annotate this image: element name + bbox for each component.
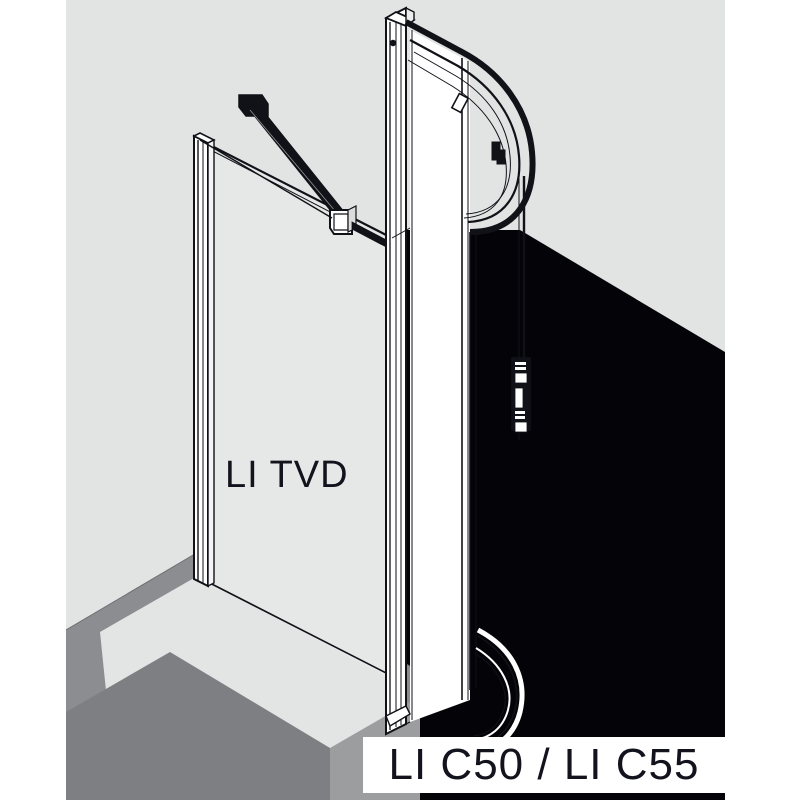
side-panel-label: LI TVD [225,452,385,498]
shower-tray [66,547,421,800]
stabilizer-bar [199,94,393,251]
dark-diagonal-fill [417,352,725,800]
product-model-label: LI C50 / LI C55 [363,737,725,793]
door-handle[interactable] [511,357,531,433]
product-model-label-text: LI C50 / LI C55 [388,740,700,789]
curved-top-rail [404,19,536,235]
door-glass-flat [410,30,470,722]
post-base [385,705,411,735]
corner-post [383,6,416,736]
side-panel-label-text: LI TVD [225,454,349,496]
wall-profile [192,132,216,588]
